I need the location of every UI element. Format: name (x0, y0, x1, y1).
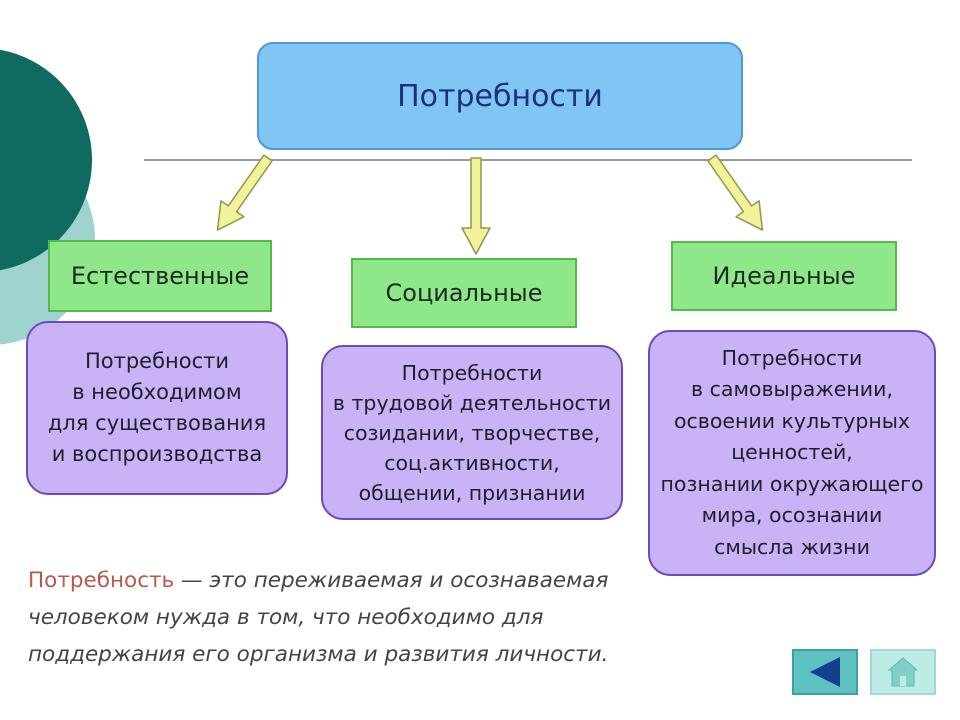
description-natural-line: для существования (47, 411, 267, 435)
description-ideal: Потребности в самовыражении, освоении ку… (648, 330, 936, 576)
house-icon (887, 657, 919, 687)
root-node-label: Потребности (397, 78, 603, 114)
definition-term: Потребность (28, 568, 175, 593)
arrow-to-ideal (707, 154, 764, 231)
description-ideal-line: мира, осознании (701, 503, 883, 528)
arrow-to-social (461, 157, 491, 255)
category-natural-label: Естественные (70, 262, 250, 290)
category-natural: Естественные (48, 240, 272, 312)
category-ideal: Идеальные (671, 241, 897, 311)
connector-arrows (216, 154, 764, 255)
definition-body: — это переживаемая и осознаваемая челове… (28, 568, 609, 667)
divider-line (144, 159, 912, 161)
description-social-line: Потребности (401, 360, 543, 385)
description-social-line: соц.активности, (384, 450, 560, 475)
description-ideal-line: смысла жизни (714, 534, 870, 559)
description-ideal-line: Потребности (721, 345, 863, 370)
description-natural-line: Потребности (84, 349, 230, 373)
root-node: Потребности (257, 42, 743, 150)
description-natural: Потребности в необходимом для существова… (26, 321, 288, 495)
description-natural-line: в необходимом (72, 380, 242, 404)
description-social-line: созидании, творчестве, (343, 420, 601, 445)
description-ideal-line: познании окружающего (660, 471, 924, 496)
description-natural-line: и воспроизводства (51, 442, 263, 466)
category-ideal-label: Идеальные (712, 262, 856, 290)
description-ideal-line: ценностей, (731, 440, 853, 465)
arrow-to-natural (216, 154, 273, 231)
description-ideal-line: в самовыражении, (691, 377, 893, 402)
description-social: Потребности в трудовой деятельности сози… (321, 345, 623, 520)
home-button[interactable] (870, 649, 936, 695)
description-ideal-line: освоении культурных (673, 408, 911, 433)
description-social-line: в трудовой деятельности (332, 390, 612, 415)
triangle-left-icon (810, 657, 840, 687)
category-social-label: Социальные (385, 279, 543, 307)
back-button[interactable] (792, 649, 858, 695)
decorative-circle-dark (0, 49, 92, 271)
category-social: Социальные (351, 258, 577, 328)
description-social-line: общении, признании (358, 480, 586, 505)
definition-text: Потребность — это переживаемая и осознав… (28, 562, 648, 673)
